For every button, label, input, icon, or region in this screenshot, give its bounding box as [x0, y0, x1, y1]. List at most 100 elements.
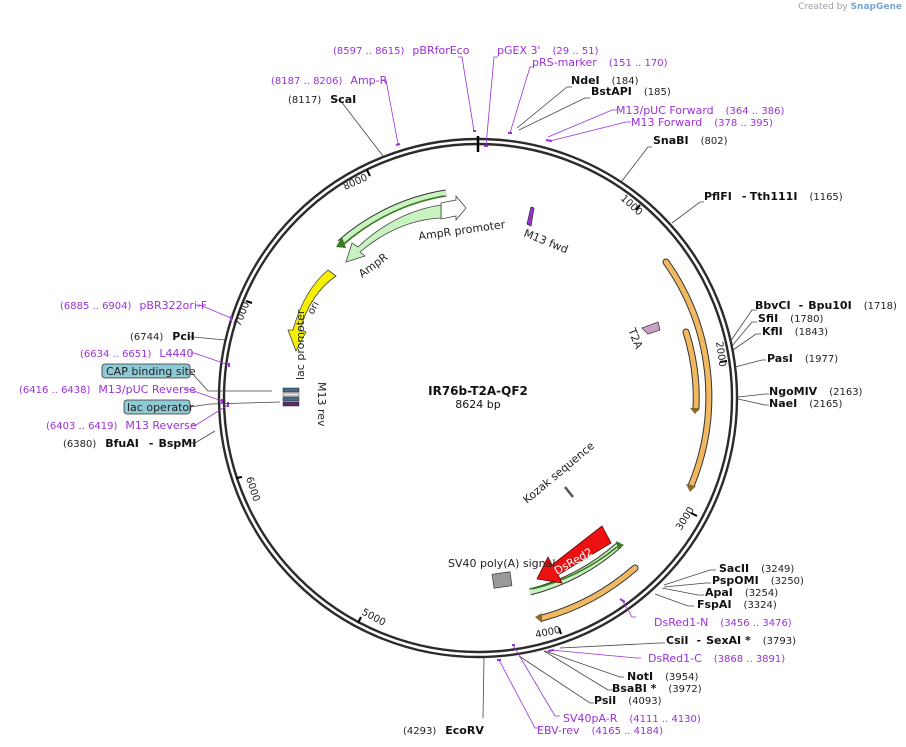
enzyme-ndei: NdeI — [571, 74, 600, 87]
enzyme-pflfi-pos: (1165) — [809, 192, 842, 203]
svg-text:ApaI(3254): ApaI(3254) — [705, 586, 778, 599]
enzyme-snabi: SnaBI — [653, 134, 689, 147]
primer-m13-puc-reverse-pos: (6416 .. 6438) — [19, 385, 91, 396]
svg-text:SV40pA-R(4111 .. 4130): SV40pA-R(4111 .. 4130) — [563, 712, 701, 725]
primer-m13-puc-forward-pos: (364 .. 386) — [726, 106, 785, 117]
enzyme-naei-pos: (2165) — [809, 399, 842, 410]
enzyme-ndei-pos: (184) — [612, 76, 639, 87]
plasmid-size: 8624 bp — [455, 398, 500, 411]
primer-dsred1-n-pos: (3456 .. 3476) — [720, 618, 792, 629]
svg-text:CsiI-SexAI *(3793): CsiI-SexAI *(3793) — [666, 634, 796, 647]
primer-m13-puc-reverse: M13/pUC Reverse — [98, 383, 196, 396]
svg-text:NdeI(184): NdeI (184) — [571, 74, 639, 87]
t2a-label: T2A — [625, 325, 646, 351]
tick-2000: 2000 — [713, 341, 727, 368]
enzyme-ngomiv-pos: (2163) — [829, 387, 862, 398]
svg-text:BbvCI-Bpu10I(1718): BbvCI-Bpu10I(1718) — [755, 299, 897, 312]
enzyme-bspmi: BspMI — [158, 437, 196, 450]
svg-text:SnaBI(802): SnaBI(802) — [653, 134, 728, 147]
enzyme-kfli: KflI — [762, 325, 783, 338]
svg-text:BstAPI(185): BstAPI(185) — [591, 85, 671, 98]
enzyme-ecorv: EcoRV — [445, 724, 484, 737]
enzyme-ecorv-pos: (4293) — [403, 726, 436, 737]
primer-amp-r: Amp-R — [350, 74, 387, 87]
tick-4000: 4000 — [534, 625, 561, 641]
svg-text:pGEX 3'(29 .. 51): pGEX 3' (29 .. 51) — [497, 44, 599, 57]
svg-text:EBV-rev(4165 .. 4184): EBV-rev (4165 .. 4184) — [537, 724, 663, 737]
enzyme-sexai: SexAI * — [706, 634, 751, 647]
t2a-mark — [641, 321, 661, 335]
enzyme-pcii: PciI — [172, 330, 194, 343]
enzyme-pasi: PasI — [767, 352, 793, 365]
svg-text:PsiI(4093): PsiI(4093) — [594, 694, 662, 707]
svg-text:SacII(3249): SacII(3249) — [719, 562, 794, 575]
enzyme-bbvci: BbvCI — [755, 299, 791, 312]
svg-text:PasI(1977): PasI (1977) — [767, 352, 838, 365]
svg-text:(6416 .. 6438)M13/pUC Reverse: (6416 .. 6438) M13/pUC Reverse — [19, 383, 196, 396]
branding-prefix: Created by — [798, 2, 848, 12]
primer-ebv-rev-pos: (4165 .. 4184) — [592, 726, 664, 737]
enzyme-pcii-pos: (6744) — [130, 332, 163, 343]
ampr-features: AmpR promoter AmpR — [336, 189, 506, 280]
primer-ebv-rev: EBV-rev — [537, 724, 580, 737]
sv40-polya-box — [491, 571, 513, 589]
enzyme-pspomi: PspOMI — [712, 574, 759, 587]
enzyme-sfii-pos: (1780) — [790, 314, 823, 325]
enzyme-apai-pos: (3254) — [745, 588, 778, 599]
primer-pbr322ori-f-pos: (6885 .. 6904) — [60, 301, 132, 312]
primer-dsred1-c: DsRed1-C — [648, 652, 702, 665]
primer-pgex3-pos: (29 .. 51) — [553, 46, 599, 57]
enzyme-sfii: SfiI — [758, 312, 778, 325]
svg-text:(6380)BfuAI-BspMI: (6380)BfuAI-BspMI — [63, 437, 196, 450]
enzyme-pasi-pos: (1977) — [805, 354, 838, 365]
leader-lines — [188, 86, 769, 719]
enzyme-noti-pos: (3954) — [665, 672, 698, 683]
ori-feature: ori — [287, 269, 337, 352]
sv40-polya-label: SV40 poly(A) signal — [448, 557, 555, 570]
enzyme-bsabi-pos: (3972) — [668, 684, 701, 695]
svg-text:NaeI(2165): NaeI(2165) — [769, 397, 843, 410]
primer-l4440: L4440 — [159, 347, 193, 360]
primer-prs-marker: pRS-marker — [532, 56, 597, 69]
enzyme-fspai: FspAI — [697, 598, 732, 611]
kozak-mark — [564, 486, 574, 498]
enzyme-scai: ScaI — [330, 93, 356, 106]
plasmid-name: IR76b-T2A-QF2 — [428, 384, 528, 398]
orange-cds-arcs — [535, 258, 713, 623]
primer-l4440-pos: (6634 .. 6651) — [80, 349, 152, 360]
enzyme-labels-left: (4293) EcoRV (6380)BfuAI-BspMI (6744) PciI… — [63, 93, 484, 737]
svg-text:(6634 .. 6651)L4440: (6634 .. 6651) L4440 — [80, 347, 194, 360]
primer-pgex3: pGEX 3' — [497, 44, 541, 57]
svg-text:NgoMIV(2163): NgoMIV(2163) — [769, 385, 863, 398]
enzyme-bfuai: BfuAI — [105, 437, 139, 450]
enzyme-bsabi: BsaBI * — [612, 682, 657, 695]
enzyme-kfli-pos: (1843) — [795, 327, 828, 338]
ori-label: ori — [306, 300, 322, 317]
svg-text:BsaBI *(3972): BsaBI * (3972) — [612, 682, 702, 695]
enzyme-bbvci-pos: (1718) — [864, 301, 897, 312]
primer-pbr322ori-f: pBR322ori-F — [139, 299, 207, 312]
enzyme-pflfi: PflFI — [704, 190, 732, 203]
svg-text:DsRed1-C(3868 .. 3891): DsRed1-C(3868 .. 3891) — [648, 652, 785, 665]
primer-m13-reverse-pos: (6403 .. 6419) — [46, 421, 118, 432]
enzyme-fspai-pos: (3324) — [744, 600, 777, 611]
svg-text:M13/pUC Forward(364 .. 386): M13/pUC Forward(364 .. 386) — [616, 104, 784, 117]
kozak-label: Kozak sequence — [521, 439, 598, 506]
enzyme-pspomi-pos: (3250) — [771, 576, 804, 587]
lac-elements: lac promoter M13 rev — [282, 309, 328, 427]
svg-text:M13 Forward(378 .. 395): M13 Forward(378 .. 395) — [631, 116, 773, 129]
enzyme-csii-pos: (3793) — [763, 636, 796, 647]
green-arc — [529, 541, 624, 596]
svg-text:(8117)ScaI: (8117)ScaI — [288, 93, 356, 106]
branding-name: SnapGene — [850, 2, 902, 12]
svg-text:(6744)PciI: (6744) PciI — [130, 330, 195, 343]
svg-text:(6885 .. 6904)pBR322ori-F: (6885 .. 6904) pBR322ori-F — [60, 299, 207, 312]
m13rev-label: M13 rev — [315, 382, 328, 427]
svg-text:(8597 .. 8615)pBRforEco: (8597 .. 8615)pBRforEco — [333, 44, 470, 57]
primer-amp-r-pos: (8187 .. 8206) — [271, 76, 343, 87]
svg-text:SfiI(1780): SfiI (1780) — [758, 312, 824, 325]
primer-labels: pGEX 3'(29 .. 51) pRS-marker(151 .. 170)… — [19, 44, 792, 737]
enzyme-bpu10i: Bpu10I — [808, 299, 852, 312]
svg-text:(6403 .. 6419)M13 Reverse: (6403 .. 6419)M13 Reverse — [46, 419, 197, 432]
